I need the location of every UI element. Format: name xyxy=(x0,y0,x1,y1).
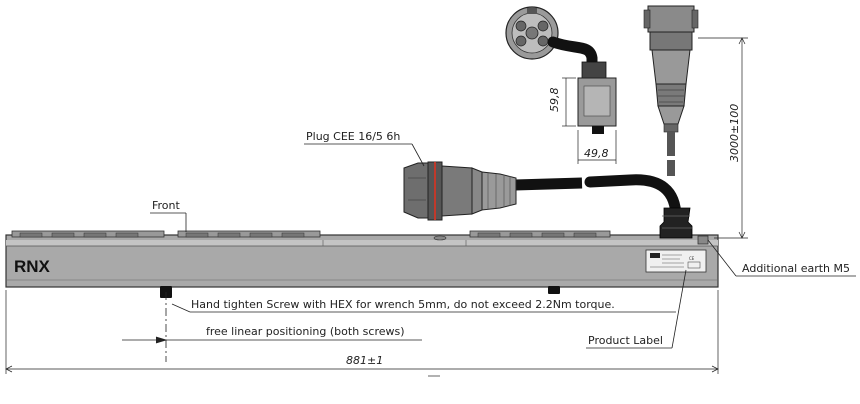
callout-product-label xyxy=(586,269,687,349)
linear-positioning-note: free linear positioning (both screws) xyxy=(206,325,405,338)
product-label-text: Product Label xyxy=(588,334,663,347)
product-label-plate: CE xyxy=(645,249,707,273)
callout-linear xyxy=(122,292,422,362)
plug-label: Plug CEE 16/5 6h xyxy=(306,130,400,143)
callout-screw xyxy=(171,303,676,313)
mounting-screw-right xyxy=(548,286,560,294)
cable-length-dimension: 3000±100 xyxy=(728,104,741,162)
cable-dimension xyxy=(698,37,748,239)
box-dimensions xyxy=(562,77,617,164)
box-front-view xyxy=(577,61,617,134)
callout-earth xyxy=(707,239,856,277)
pdu-body xyxy=(5,230,719,298)
callout-front xyxy=(150,212,187,232)
width-dimension: 49,8 xyxy=(584,147,609,160)
cee-plug-side xyxy=(403,161,517,221)
front-label: Front xyxy=(152,199,181,212)
main-cable xyxy=(514,174,693,239)
screw-note: Hand tighten Screw with HEX for wrench 5… xyxy=(191,298,615,311)
height-dimension: 59,8 xyxy=(548,88,561,113)
plug-face-view xyxy=(505,6,598,76)
ce-mark: CE xyxy=(689,256,695,261)
plug-vertical-view xyxy=(643,5,699,176)
earth-label: Additional earth M5 xyxy=(742,262,850,275)
length-dimension xyxy=(5,290,719,377)
overall-length-dimension: 881±1 xyxy=(346,354,383,367)
brand-logo: RNX xyxy=(14,257,51,276)
earth-bolt xyxy=(697,235,709,245)
callout-plug xyxy=(304,143,425,167)
